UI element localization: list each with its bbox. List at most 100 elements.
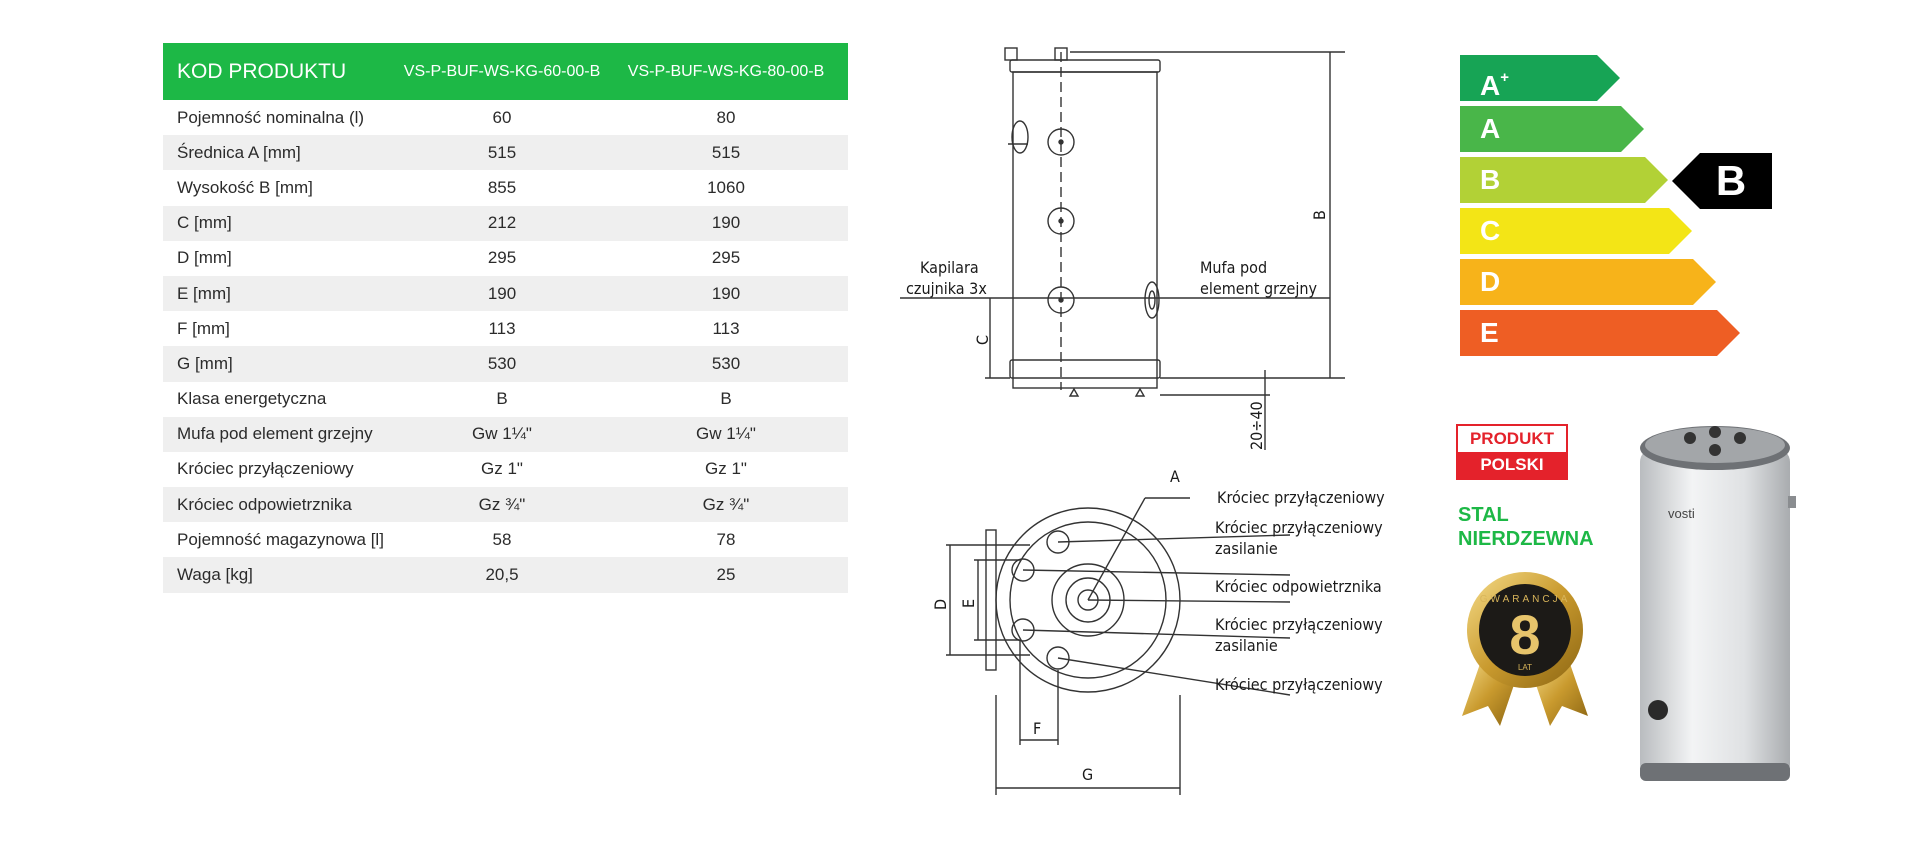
- product-bottom-cap: [1640, 763, 1790, 781]
- label-capillary: Kapilara: [920, 258, 979, 277]
- table-header: KOD PRODUKTU VS-P-BUF-WS-KG-60-00-B VS-P…: [163, 43, 848, 100]
- row-value-80: Gw 1¼": [604, 416, 848, 452]
- label-connector-2a: Króciec przyłączeniowy: [1215, 518, 1383, 537]
- row-label: C [mm]: [163, 205, 400, 241]
- label-b: B: [1310, 210, 1329, 220]
- label-e: E: [959, 599, 978, 608]
- energy-label: A+ A B C D E B: [1460, 55, 1790, 365]
- row-value-80: 113: [712, 318, 740, 338]
- energy-class-e: E: [1460, 310, 1740, 356]
- label-f: F: [1033, 719, 1041, 738]
- row-value-80: 80: [716, 107, 736, 127]
- row-value-60: 58: [492, 529, 512, 549]
- stainless-steel-line-1: STAL: [1458, 504, 1509, 526]
- row-label: Króciec odpowietrznika: [163, 487, 400, 523]
- label-connector-2b: zasilanie: [1215, 539, 1278, 558]
- row-value-80: 1060: [707, 177, 745, 197]
- product-top-connector: [1709, 426, 1721, 438]
- header-model-60: VS-P-BUF-WS-KG-60-00-B: [400, 43, 604, 100]
- product-tank-body: [1640, 448, 1790, 778]
- row-value-60: Gw 1¼": [400, 416, 604, 452]
- side-foot: [1068, 387, 1080, 397]
- top-connection: [1046, 646, 1070, 670]
- row-label: Średnica A [mm]: [163, 135, 400, 171]
- leader-line: [1057, 534, 1291, 543]
- row-label: G [mm]: [163, 346, 400, 382]
- side-connection-dot: [1058, 139, 1064, 145]
- energy-class-d: D: [1460, 259, 1716, 305]
- made-in-poland-badge: PRODUKT POLSKI: [1456, 424, 1568, 480]
- row-label: Mufa pod element grzejny: [163, 416, 400, 452]
- label-capillary-2: czujnika 3x: [906, 279, 987, 298]
- label-g: G: [1082, 765, 1093, 784]
- label-gap: 20÷40: [1247, 401, 1266, 450]
- side-vent: [1011, 120, 1029, 154]
- stainless-steel-label: STAL NIERDZEWNA: [1458, 503, 1594, 551]
- label-d: D: [931, 599, 950, 610]
- product-brand-logo: vosti: [1668, 506, 1695, 521]
- side-foot: [1134, 387, 1146, 397]
- warranty-years: 8: [1509, 603, 1540, 666]
- row-label: F [mm]: [177, 318, 230, 338]
- label-heater: Mufa pod: [1200, 258, 1267, 277]
- row-value-60: 515: [400, 135, 604, 171]
- row-label: Króciec przyłączeniowy: [177, 459, 354, 479]
- row-value-60: 855: [487, 177, 517, 197]
- side-heater-sleeve-inner: [1148, 290, 1156, 310]
- made-in-poland-top: PRODUKT: [1458, 426, 1566, 452]
- energy-class-c: C: [1460, 208, 1692, 254]
- warranty-badge: GWARANCJA 8 LAT: [1462, 572, 1588, 726]
- row-label: E [mm]: [163, 275, 400, 312]
- technical-drawing: B C 20÷40 Kapilara czujnika 3x Mufa pod …: [900, 47, 1385, 795]
- label-c: C: [973, 335, 992, 345]
- label-connector-1: Króciec przyłączeniowy: [1217, 488, 1385, 507]
- row-value-60: 113: [488, 318, 516, 338]
- label-connector-4a: Króciec przyłączeniowy: [1215, 615, 1383, 634]
- side-view: [900, 47, 1345, 450]
- row-value-80: 25: [604, 557, 848, 593]
- side-connection-ring: [1047, 128, 1075, 156]
- product-top-connector: [1709, 444, 1721, 456]
- label-connector-5: Króciec przyłączeniowy: [1215, 675, 1383, 694]
- side-top-nozzle: [1004, 47, 1018, 61]
- row-value-60: Gz ¾": [400, 487, 604, 523]
- row-label: D [mm]: [177, 248, 232, 268]
- row-value-60: 190: [400, 275, 604, 312]
- side-tank-body: [1012, 71, 1158, 389]
- row-label: Wysokość B [mm]: [177, 177, 313, 197]
- row-value-80: Gz 1": [705, 459, 747, 479]
- row-value-80: Gz ¾": [604, 487, 848, 523]
- label-a: A: [1170, 467, 1180, 486]
- row-value-60: 212: [400, 205, 604, 241]
- energy-class-a: A: [1460, 106, 1644, 152]
- table-row: Wysokość B [mm] 855 1060: [163, 170, 848, 205]
- side-connection-dot: [1058, 218, 1064, 224]
- warranty-medal-face: [1479, 584, 1571, 676]
- leader-line: [1022, 569, 1291, 576]
- row-value-80: 295: [711, 248, 741, 268]
- header-model-80: VS-P-BUF-WS-KG-80-00-B: [604, 43, 848, 100]
- product-top-connector: [1684, 432, 1696, 444]
- top-view: [946, 497, 1291, 795]
- warranty-unit: LAT: [1518, 663, 1532, 672]
- product-top-connector: [1734, 432, 1746, 444]
- product-heater-port: [1648, 700, 1668, 720]
- row-label: Waga [kg]: [163, 557, 400, 593]
- energy-class-b: B: [1460, 157, 1668, 203]
- leader-line: [1057, 657, 1291, 696]
- header-product-code: KOD PRODUKTU: [163, 43, 400, 100]
- leader-line-a: [1087, 497, 1146, 601]
- row-value-80: 78: [716, 529, 736, 549]
- energy-class-a-plus: A+: [1460, 55, 1620, 101]
- product-image: vosti: [1640, 426, 1796, 781]
